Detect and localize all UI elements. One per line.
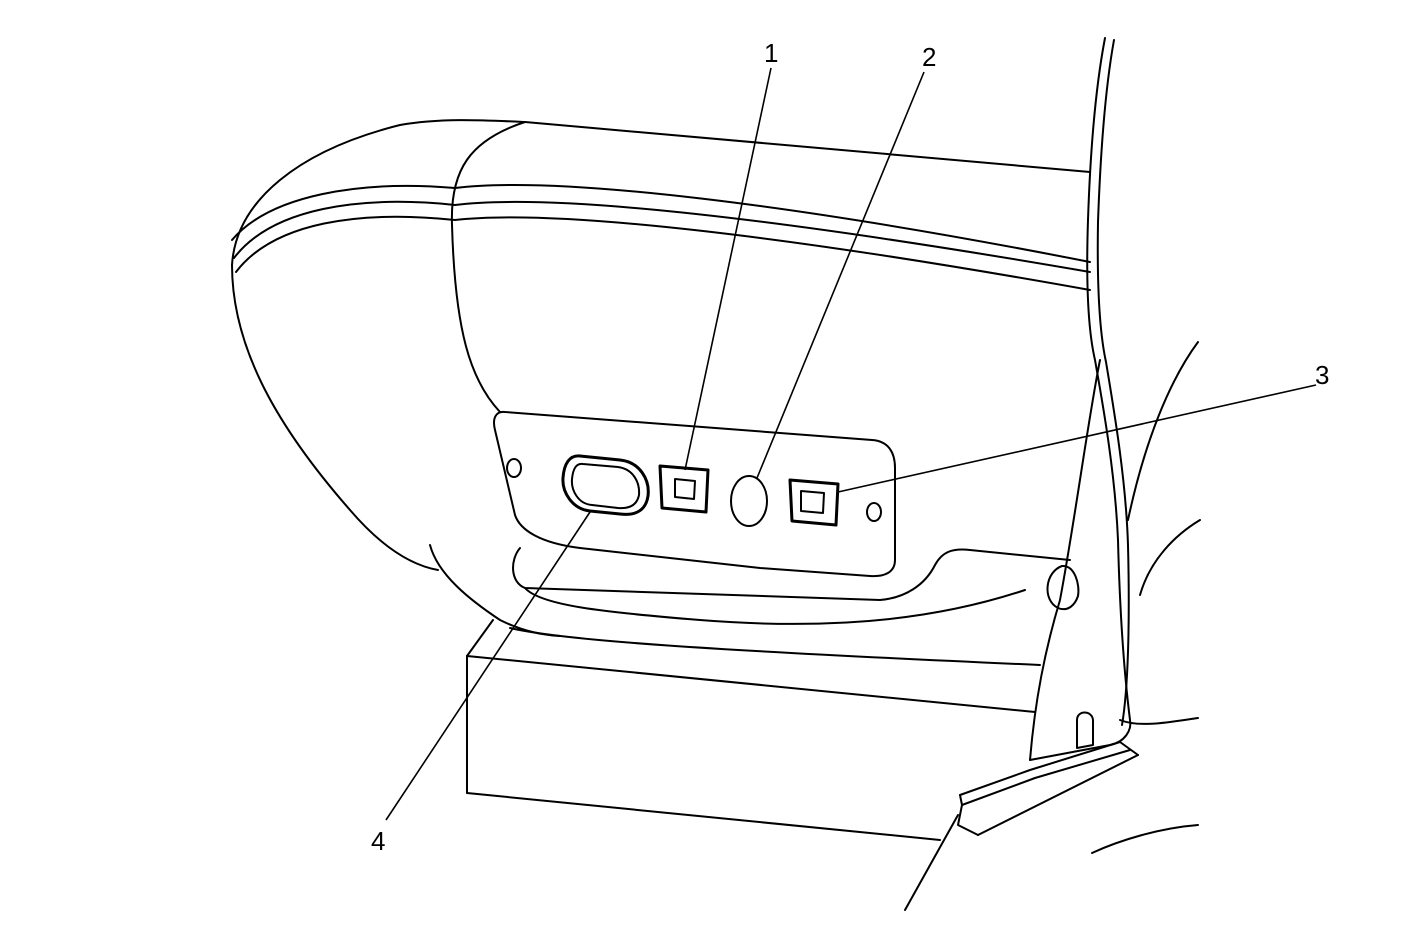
seat-base — [466, 619, 1036, 841]
cushion-welt-lower — [233, 200, 1091, 273]
panel-outline — [493, 410, 896, 578]
callout-4: 4 — [371, 826, 385, 856]
trim-cover-bottom — [509, 627, 1041, 666]
contour-3 — [1119, 717, 1199, 725]
contour-2 — [1139, 519, 1201, 596]
oval-switch-inner — [570, 462, 641, 510]
square-switch-3-inner — [800, 490, 825, 514]
seat-track — [904, 741, 1139, 911]
track-rail — [961, 749, 1131, 806]
leader-lines — [385, 67, 1317, 821]
leader-3 — [837, 384, 1317, 493]
trim-cover-upper — [512, 547, 1071, 601]
cushion-welt-bottom — [235, 215, 1091, 291]
trim-cover-lower — [524, 587, 1026, 625]
callout-3: 3 — [1315, 360, 1329, 390]
cushion-lower-curve — [429, 544, 561, 637]
pillar-left-edge — [1029, 359, 1101, 761]
side-switch-panel — [493, 410, 896, 578]
track-side — [977, 754, 1139, 836]
cushion-inner-bolster — [450, 121, 526, 413]
cushion-top-outline — [231, 119, 1091, 266]
callout-labels: 1 2 3 4 — [371, 38, 1329, 856]
pillar-slot — [1076, 711, 1094, 749]
track-leg — [904, 814, 959, 911]
leader-4 — [385, 511, 591, 821]
track-end — [957, 794, 979, 836]
panel-screw-right — [866, 502, 882, 522]
square-switch-1-inner — [674, 478, 696, 500]
base-front-bottom — [466, 792, 941, 841]
cushion-welt-upper — [231, 183, 1091, 263]
contour-4 — [1091, 824, 1199, 854]
seat-back-frame — [1029, 37, 1132, 761]
cushion-outer-side — [231, 264, 439, 571]
leader-2 — [756, 71, 925, 479]
panel-screw-left — [506, 458, 522, 478]
back-inner-edge — [1096, 39, 1130, 726]
back-outer-edge — [1086, 37, 1131, 721]
background-contours — [1091, 341, 1201, 854]
leader-1 — [684, 67, 772, 471]
base-top-edge — [466, 619, 494, 657]
contour-1 — [1127, 341, 1199, 521]
lower-trim — [509, 547, 1071, 666]
callout-2: 2 — [922, 42, 936, 72]
seat-cushion — [231, 119, 1091, 637]
callout-1: 1 — [764, 38, 778, 68]
recliner-knob — [1046, 564, 1080, 611]
round-switch — [730, 475, 768, 527]
square-switch-1-outer — [658, 464, 710, 514]
track-top — [959, 741, 1139, 796]
base-front-top — [466, 655, 1036, 713]
square-switch-3-outer — [788, 478, 840, 527]
oval-switch-outer — [561, 454, 650, 516]
